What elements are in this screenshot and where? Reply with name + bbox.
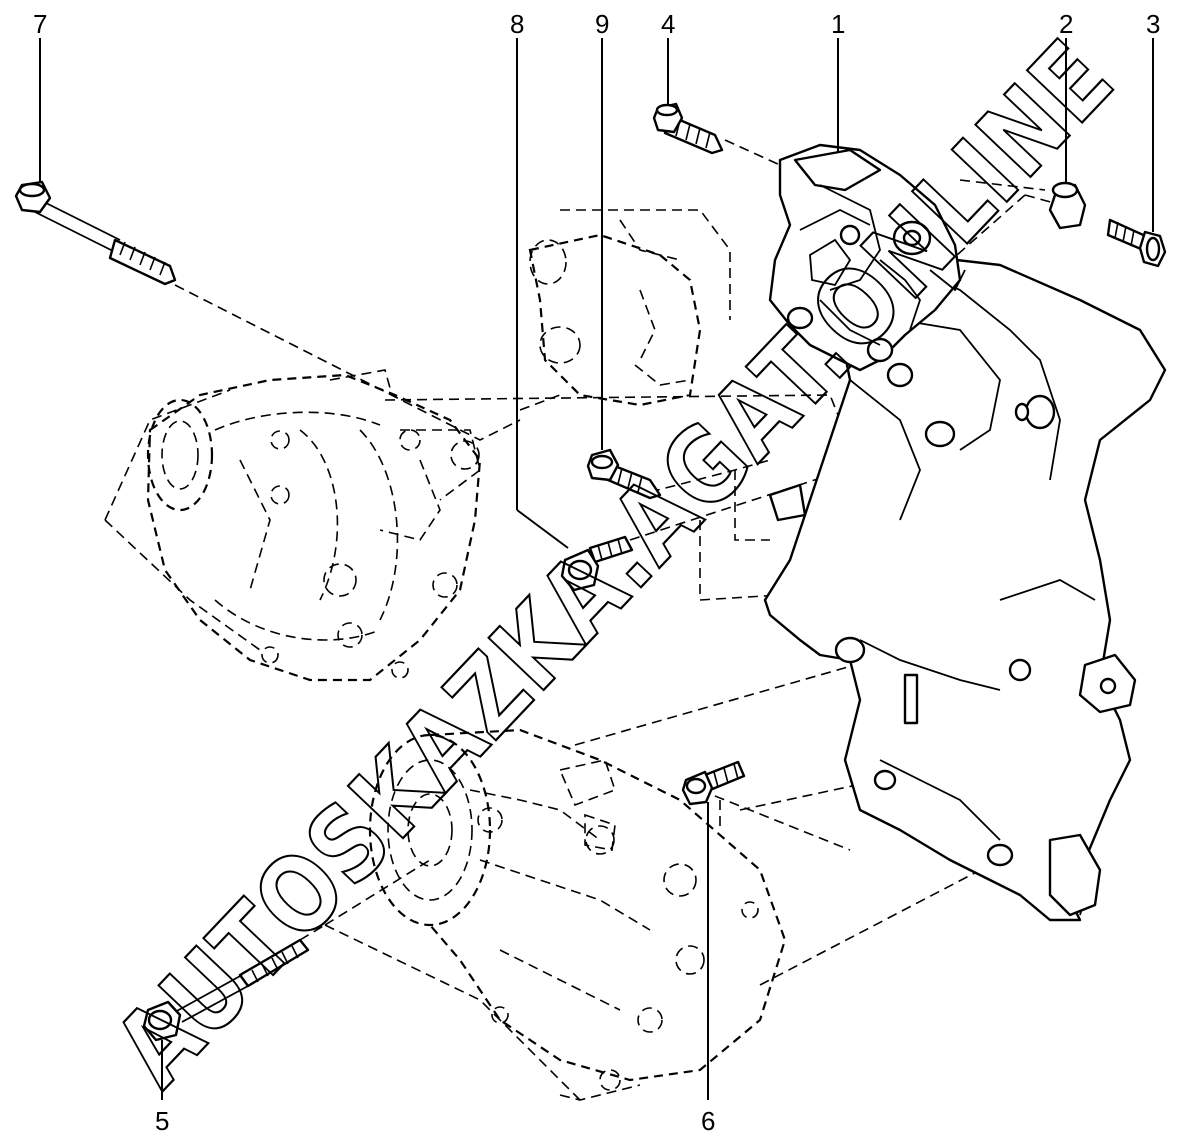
bolt-3 bbox=[1106, 218, 1167, 268]
bolt-6 bbox=[681, 760, 746, 806]
callout-labels: 7 8 9 4 1 2 3 5 6 bbox=[33, 9, 1160, 1136]
ac-compressor-outline bbox=[368, 728, 787, 1091]
bolt-4 bbox=[652, 102, 724, 155]
engine-mounting-bracket bbox=[763, 248, 1167, 922]
bolt-8 bbox=[560, 535, 634, 592]
spacer-2 bbox=[1048, 181, 1087, 230]
alternator-outline bbox=[146, 369, 482, 682]
callout-9: 9 bbox=[595, 9, 609, 39]
long-bolt-7 bbox=[14, 180, 177, 286]
callout-5: 5 bbox=[155, 1106, 169, 1136]
callout-2: 2 bbox=[1059, 9, 1073, 39]
callout-4: 4 bbox=[661, 9, 675, 39]
pump-bracket-outline bbox=[528, 209, 731, 407]
callout-6: 6 bbox=[701, 1106, 715, 1136]
callout-1: 1 bbox=[831, 9, 845, 39]
callout-7: 7 bbox=[33, 9, 47, 39]
callout-3: 3 bbox=[1146, 9, 1160, 39]
belt-tensioner bbox=[768, 143, 966, 388]
long-bolt-5 bbox=[142, 938, 310, 1042]
leader-lines bbox=[39, 38, 1154, 1100]
bolt-9 bbox=[586, 448, 662, 500]
callout-8: 8 bbox=[510, 9, 524, 39]
